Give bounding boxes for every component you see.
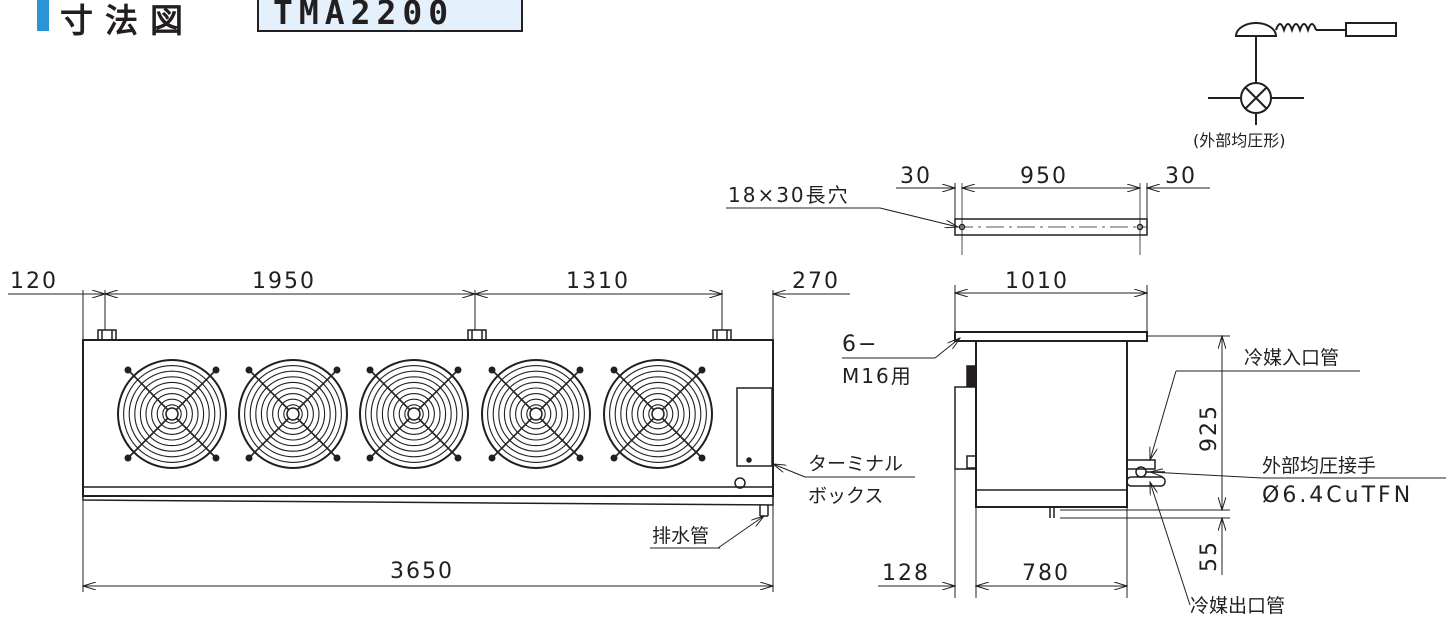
top-view: [954, 183, 1148, 255]
equalizer-spec: Ø6.4CuTFN: [1262, 483, 1413, 508]
refrigerant-outlet-label: 冷媒出口管: [1190, 595, 1285, 617]
valve-caption: (外部均圧形): [1193, 131, 1286, 150]
top-view-dimensions: [726, 188, 1210, 227]
model-number: TMA2200: [273, 0, 455, 32]
fan-guard: [117, 359, 227, 469]
side-view-dimensions: [842, 285, 1446, 606]
expansion-valve-symbol: [1208, 22, 1397, 125]
front-view-dimensions: [8, 290, 915, 592]
slot-label: 18×30長穴: [728, 183, 850, 207]
dim-1310: 1310: [566, 269, 630, 294]
fan-guard: [603, 359, 713, 469]
drain-pipe-label: 排水管: [652, 525, 709, 547]
dim-3650: 3650: [390, 559, 454, 584]
dim-925: 925: [1197, 404, 1222, 452]
equalizer-label: 外部均圧接手: [1262, 455, 1376, 477]
dim-120: 120: [10, 269, 58, 294]
bolt-label-1: 6−: [842, 332, 878, 357]
page-header: 寸法図 TMA2200: [0, 0, 560, 40]
dim-128: 128: [882, 561, 930, 586]
page-title: 寸法図: [60, 1, 195, 40]
terminal-box-label-2: ボックス: [808, 485, 883, 507]
dim-780: 780: [1022, 561, 1070, 586]
fan-guard: [359, 359, 469, 469]
fan-guard: [481, 359, 591, 469]
terminal-box-label-1: ターミナル: [808, 453, 903, 475]
dim-1010: 1010: [1005, 269, 1069, 294]
dim-1950: 1950: [252, 269, 316, 294]
dim-55: 55: [1197, 540, 1222, 572]
front-view: [82, 329, 774, 517]
side-view: [954, 331, 1166, 518]
dim-270: 270: [792, 269, 840, 294]
fan-guard: [238, 359, 348, 469]
fan-group: [117, 359, 713, 469]
dim-30-right: 30: [1165, 164, 1197, 189]
dim-30-left: 30: [900, 164, 932, 189]
title-accent-bar: [37, 0, 49, 31]
refrigerant-inlet-label: 冷媒入口管: [1244, 347, 1339, 369]
dim-950: 950: [1020, 164, 1068, 189]
bolt-label-2: M16用: [842, 364, 913, 388]
model-badge: TMA2200: [257, 0, 523, 32]
